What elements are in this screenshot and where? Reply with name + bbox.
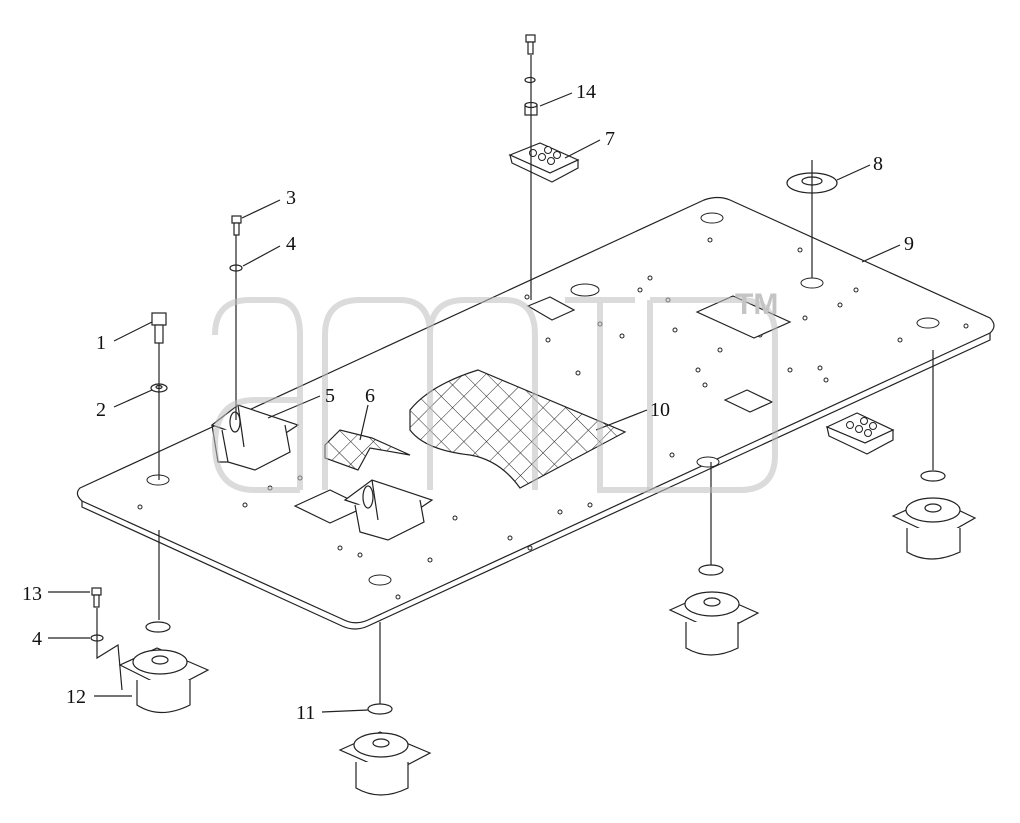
terminal-block-top — [508, 142, 580, 183]
leader-lines — [48, 92, 901, 713]
callout-5: 5 — [325, 385, 335, 407]
callout-2: 2 — [96, 399, 106, 421]
callout-12: 12 — [66, 686, 86, 708]
plate-cutouts — [293, 295, 792, 524]
callout-13: 13 — [22, 583, 42, 605]
mount-bottom-center — [338, 703, 432, 796]
terminal-block-right — [825, 412, 895, 455]
callout-8: 8 — [873, 153, 883, 175]
callout-4-bottom: 4 — [32, 628, 42, 650]
callout-labels: 1 2 3 4 5 6 7 8 9 10 11 12 13 4 14 — [22, 81, 914, 724]
bolt-part-3 — [231, 215, 242, 236]
watermark: TM — [211, 288, 778, 493]
callout-4-top: 4 — [286, 233, 296, 255]
callout-9: 9 — [904, 233, 914, 255]
pedal-bracket-rear — [210, 404, 300, 471]
callout-10: 10 — [650, 399, 670, 421]
callout-3: 3 — [286, 187, 296, 209]
mount-right — [891, 470, 977, 560]
callout-6: 6 — [365, 385, 375, 407]
bolt-part-13 — [91, 587, 102, 608]
callout-11: 11 — [296, 702, 315, 724]
washer-small-top — [524, 76, 536, 84]
callout-7: 7 — [605, 128, 615, 150]
pedal-bracket-front — [343, 479, 434, 541]
callout-1: 1 — [96, 332, 106, 354]
plate-holes — [137, 212, 969, 600]
watermark-trademark: TM — [735, 288, 778, 321]
hatched-bracket — [324, 429, 411, 471]
mount-bottom-right — [668, 564, 760, 656]
bolt-part-top-7 — [525, 34, 536, 55]
callout-14: 14 — [576, 81, 596, 103]
mount-bottom-left — [118, 621, 210, 714]
assembly-lines — [96, 55, 934, 704]
bolt-part-1 — [151, 312, 167, 344]
